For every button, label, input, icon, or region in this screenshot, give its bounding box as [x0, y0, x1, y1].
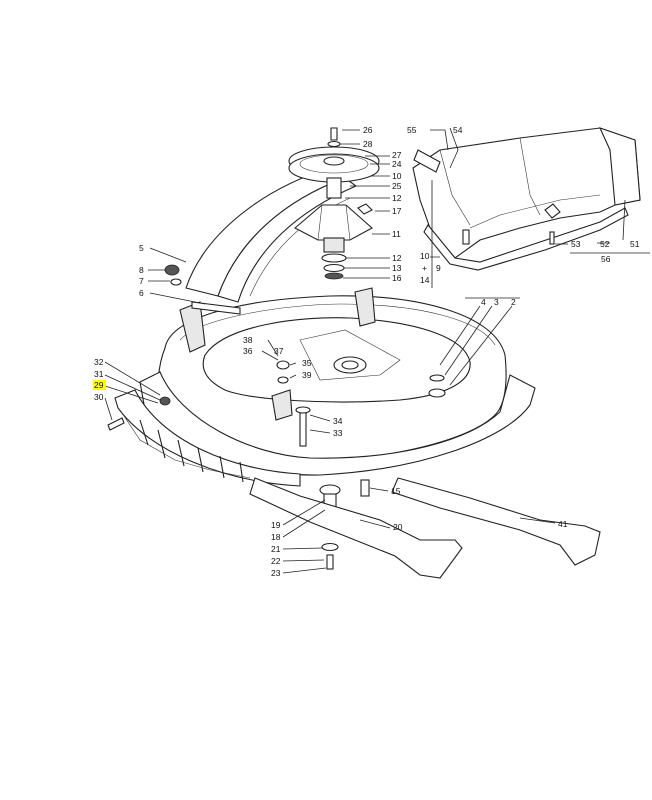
label-9: 9: [436, 263, 441, 273]
label-29: 29: [94, 380, 104, 390]
label-10: 10: [420, 251, 430, 261]
label-53: 53: [571, 239, 581, 249]
label-19: 19: [271, 520, 281, 530]
label-22: 22: [271, 556, 281, 566]
label-16: 16: [392, 273, 402, 283]
label-35: 35: [302, 358, 312, 368]
grass-chute: [412, 127, 641, 271]
label-7: 7: [139, 276, 144, 286]
label-33: 33: [333, 428, 343, 438]
label-39: 39: [302, 370, 312, 380]
label-38: 38: [243, 335, 253, 345]
label-6: 6: [139, 288, 144, 298]
label-31: 31: [94, 369, 104, 379]
label-26: 26: [363, 125, 373, 135]
label-20: 20: [393, 522, 403, 532]
label-14: 14: [420, 275, 430, 285]
label-15: 15: [391, 486, 401, 496]
label-3: 3: [494, 297, 499, 307]
label-10-top: 10: [392, 171, 402, 181]
highlight-box-29: [93, 380, 106, 390]
label-30: 30: [94, 392, 104, 402]
label-55: 55: [407, 125, 417, 135]
label-17: 17: [392, 206, 402, 216]
leader-lines: [104, 127, 650, 574]
label-36: 36: [243, 346, 253, 356]
label-37: 37: [274, 346, 284, 356]
label-4: 4: [481, 297, 486, 307]
blades: [249, 477, 601, 579]
label-56: 56: [601, 254, 611, 264]
deck-housing: [114, 287, 536, 487]
spindle-assembly: [288, 127, 380, 280]
label-51: 51: [630, 239, 640, 249]
label-54: 54: [453, 125, 463, 135]
label-12-top: 12: [392, 193, 402, 203]
label-21: 21: [271, 544, 281, 554]
label-28: 28: [363, 139, 373, 149]
part-labels: 26 28 27 24 10 25 12 17 11 12 13 16 10 9…: [94, 125, 640, 578]
label-27: 27: [392, 150, 402, 160]
label-18: 18: [271, 532, 281, 542]
label-8: 8: [139, 265, 144, 275]
label-34: 34: [333, 416, 343, 426]
label-41: 41: [558, 519, 568, 529]
label-13: 13: [392, 263, 402, 273]
hardware: [107, 231, 555, 570]
label-12: 12: [392, 253, 402, 263]
label-52: 52: [600, 239, 610, 249]
label-5: 5: [139, 243, 144, 253]
label-24: 24: [392, 159, 402, 169]
label-plus: +: [422, 263, 427, 273]
label-2: 2: [511, 297, 516, 307]
label-32: 32: [94, 357, 104, 367]
label-11: 11: [392, 229, 401, 239]
label-23: 23: [271, 568, 281, 578]
label-25: 25: [392, 181, 402, 191]
